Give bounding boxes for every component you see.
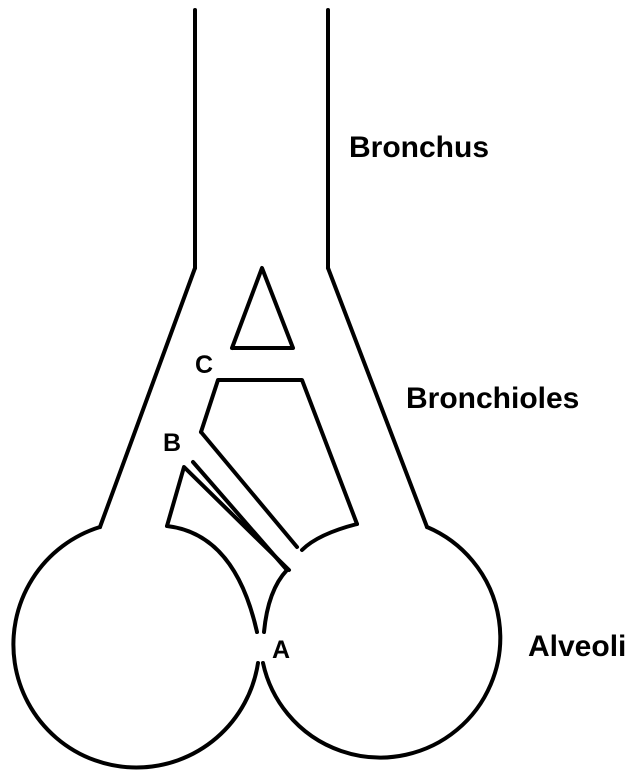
alveoli-label: Alveoli [528,630,626,663]
bronchus-label: Bronchus [349,131,489,164]
marker-b: B [163,429,181,457]
right-bronchiole-inner-curve [302,524,357,550]
upper-triangle [232,268,293,348]
marker-c: C [195,351,213,379]
left-bronchiole-inner-curve [167,526,257,632]
left-alveolus [13,527,258,767]
right-bronchiole-block [201,380,357,524]
bronchioles-label: Bronchioles [406,382,579,415]
marker-a: A [272,636,290,664]
right-alveolus-inner-curve [264,570,287,632]
bronchiole-left-outer-wall [100,268,195,527]
right-alveolus [263,527,500,758]
